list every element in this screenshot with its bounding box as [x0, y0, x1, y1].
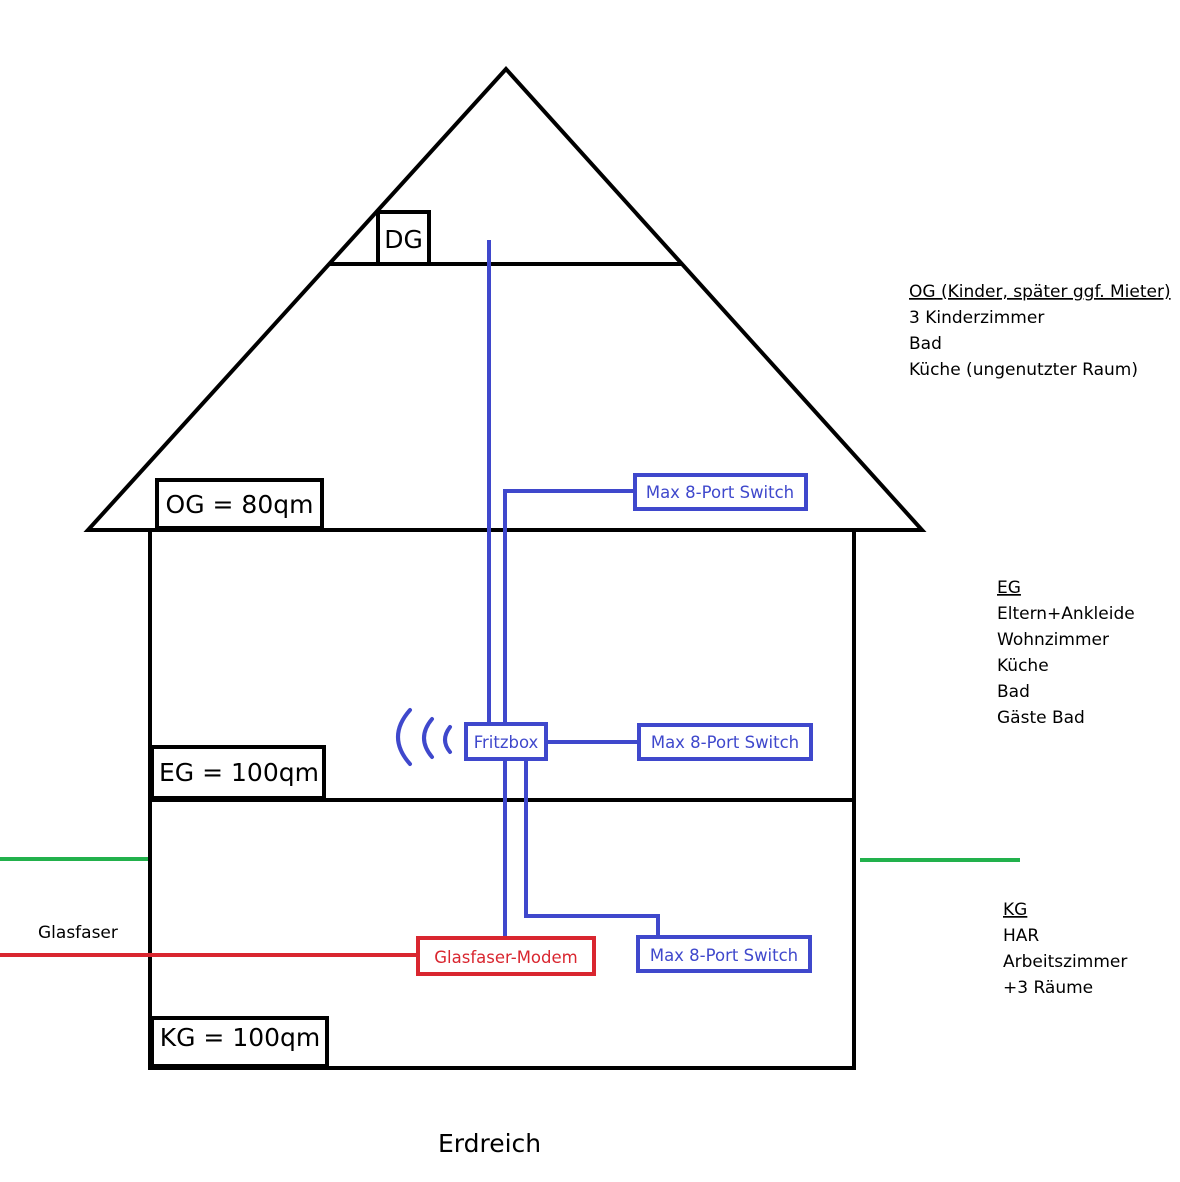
notes-kg-item: HAR [1003, 926, 1039, 946]
wifi-arc-outer [396, 708, 412, 766]
floor-label-og-text: OG = 80qm [166, 490, 314, 519]
modem-label: Glasfaser-Modem [434, 948, 577, 967]
switch-kg-label: Max 8-Port Switch [650, 946, 798, 965]
notes-og: OG (Kinder, später ggf. Mieter) 3 Kinder… [909, 282, 1171, 380]
notes-kg-heading: KG [1003, 900, 1027, 920]
switch-og-box [633, 473, 808, 511]
fritzbox-box [464, 722, 548, 761]
wifi-arc-middle [422, 717, 434, 759]
floor-box-dg [376, 210, 431, 266]
wifi-signal-icon [396, 708, 452, 766]
modem-box [416, 936, 596, 976]
switch-kg: Max 8-Port Switch [636, 935, 812, 973]
notes-eg-item: Wohnzimmer [997, 630, 1109, 650]
ground-label: Erdreich [438, 1129, 541, 1158]
floor-box-eg [150, 745, 326, 800]
cable-to-og-switch [503, 489, 635, 724]
switch-og: Max 8-Port Switch [633, 473, 808, 511]
notes-og-item: Bad [909, 334, 942, 354]
fritzbox: Fritzbox [464, 722, 548, 761]
notes-eg-item: Gäste Bad [997, 708, 1085, 728]
cable-to-kg-switch [524, 759, 660, 937]
roof [83, 66, 927, 532]
switch-eg: Max 8-Port Switch [637, 723, 813, 761]
floor-box-og [155, 478, 324, 530]
notes-og-item: Küche (ungenutzter Raum) [909, 360, 1138, 380]
notes-eg: EG Eltern+Ankleide Wohnzimmer Küche Bad … [997, 578, 1135, 728]
notes-og-heading: OG (Kinder, später ggf. Mieter) [909, 282, 1171, 302]
network-cables [487, 240, 660, 938]
notes-kg-item: Arbeitszimmer [1003, 952, 1127, 972]
floor-label-eg: EG = 100qm [150, 745, 326, 800]
floor-label-dg-text: DG [384, 225, 423, 254]
notes-eg-heading: EG [997, 578, 1021, 598]
roof-outline [83, 66, 927, 532]
floor-label-eg-text: EG = 100qm [159, 758, 319, 787]
floor-label-og: OG = 80qm [155, 478, 324, 530]
glasfaser-modem: Glasfaser-Modem [416, 936, 596, 976]
notes-kg: KG HAR Arbeitszimmer +3 Räume [1003, 900, 1127, 998]
notes-eg-item: Bad [997, 682, 1030, 702]
switch-og-label: Max 8-Port Switch [646, 483, 794, 502]
switch-kg-box [636, 935, 812, 973]
switch-eg-box [637, 723, 813, 761]
fiber-label: Glasfaser [38, 923, 118, 943]
notes-eg-item: Eltern+Ankleide [997, 604, 1135, 624]
wifi-arc-inner [443, 725, 452, 754]
floor-label-kg-text: KG = 100qm [160, 1023, 321, 1052]
floor-label-dg: DG [376, 210, 431, 266]
notes-eg-item: Küche [997, 656, 1049, 676]
switch-eg-label: Max 8-Port Switch [651, 733, 799, 752]
floor-box-kg [150, 1016, 329, 1068]
notes-og-item: 3 Kinderzimmer [909, 308, 1044, 328]
floor-label-kg: KG = 100qm [150, 1016, 329, 1068]
fritzbox-label: Fritzbox [474, 733, 539, 752]
notes-kg-item: +3 Räume [1003, 978, 1093, 998]
